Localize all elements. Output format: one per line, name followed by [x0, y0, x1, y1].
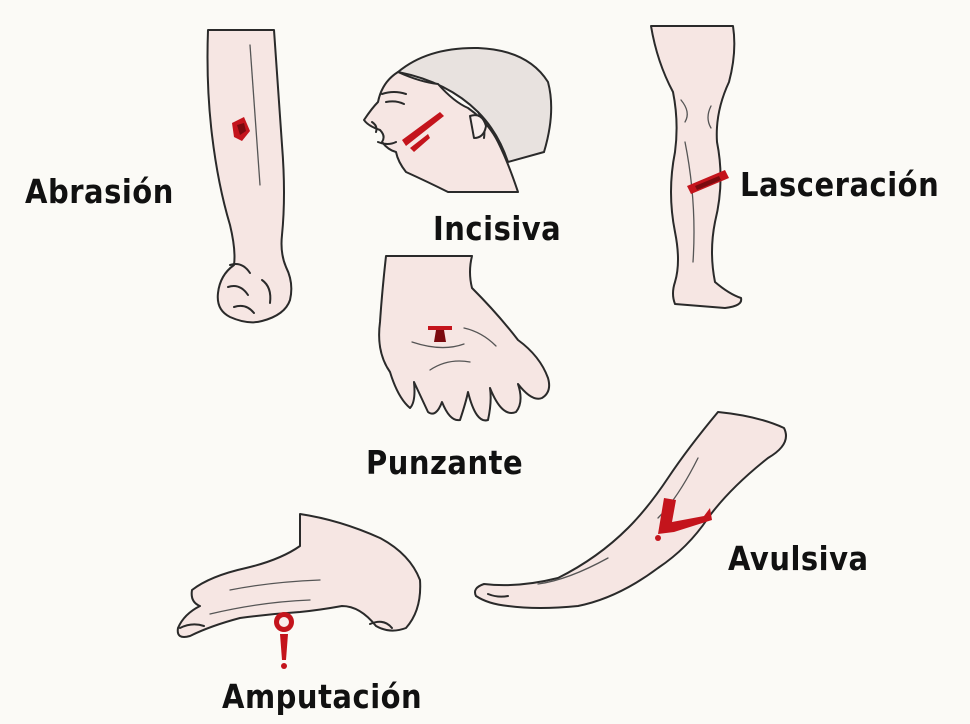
label-abrasion: Abrasión: [25, 173, 174, 211]
laceration-leg-illustration: [645, 22, 755, 312]
label-amputation: Amputación: [222, 678, 422, 716]
incision-head-illustration: [358, 42, 558, 212]
label-incision: Incisiva: [433, 210, 561, 248]
amputation-hand-illustration: [170, 510, 430, 670]
abrasion-arm-illustration: [190, 25, 310, 335]
label-avulsion: Avulsiva: [728, 540, 869, 578]
puncture-wound: [428, 326, 452, 330]
avulsion-leg-illustration: [468, 408, 798, 638]
label-laceration: Lasceración: [740, 166, 939, 204]
